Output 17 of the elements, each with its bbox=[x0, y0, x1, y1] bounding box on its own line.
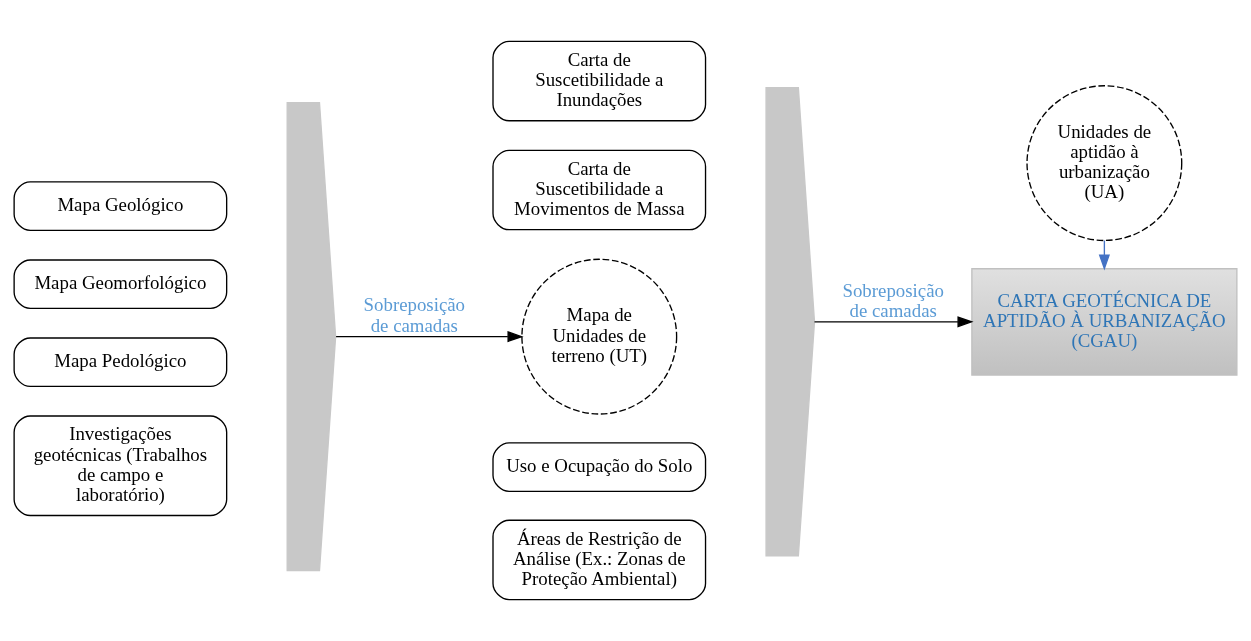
node-box: CARTA GEOTÉCNICA DE APTIDÃO À URBANIZAÇÃO (CGAU) bbox=[971, 268, 1238, 376]
node-box: Carta de Suscetibilidade a Movimentos de Massa bbox=[492, 149, 707, 231]
node-box: Uso e Ocupação do Solo bbox=[492, 442, 707, 492]
node-box: Carta de Suscetibilidade a Inundações bbox=[492, 40, 707, 122]
node-box: Mapa Geológico bbox=[13, 181, 228, 232]
node-chevron bbox=[765, 87, 816, 557]
node-box: Investigações geotécnicas (Trabalhos de campo e laboratório) bbox=[13, 415, 228, 517]
node-chevron bbox=[286, 101, 337, 572]
edge-label: Sobreposição de camadas bbox=[363, 294, 466, 336]
node-circle: Mapa de Unidades de terreno (UT) bbox=[521, 258, 678, 415]
node-box: Áreas de Restrição de Análise (Ex.: Zonas de Proteção Ambiental) bbox=[492, 519, 707, 601]
node-circle: Unidades de aptidão à urbanização (UA) bbox=[1026, 85, 1183, 242]
edge-label: Sobreposição de camadas bbox=[842, 279, 944, 321]
node-box: Mapa Pedológico bbox=[13, 337, 228, 388]
arrow bbox=[813, 316, 974, 328]
arrow bbox=[335, 330, 524, 343]
node-box: Mapa Geomorfológico bbox=[13, 259, 228, 310]
